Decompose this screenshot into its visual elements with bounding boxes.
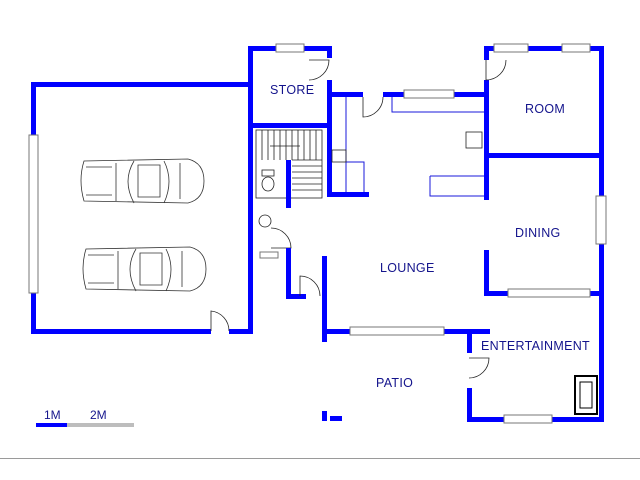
room-label-patio: PATIO bbox=[376, 376, 413, 390]
store-window bbox=[275, 43, 305, 53]
ent-window bbox=[503, 414, 553, 424]
basin-icon bbox=[258, 214, 272, 228]
patio-post-right bbox=[330, 416, 342, 421]
ent-west-wall-top bbox=[467, 329, 472, 353]
car-icon bbox=[82, 246, 207, 292]
room-west-wall-top bbox=[484, 46, 489, 60]
bottom-divider bbox=[0, 458, 640, 459]
wc-door bbox=[270, 227, 292, 249]
room-north-wall bbox=[484, 46, 604, 51]
wc-west-wall bbox=[248, 160, 253, 274]
patio-post-left bbox=[322, 411, 327, 421]
garage-door bbox=[28, 134, 39, 294]
room-door bbox=[485, 59, 507, 81]
room-label-lounge: LOUNGE bbox=[380, 261, 435, 275]
store-south-wall bbox=[248, 123, 332, 128]
dining-west-wall bbox=[484, 250, 489, 294]
dining-window bbox=[595, 195, 607, 245]
fireplace-inner-icon bbox=[579, 381, 593, 409]
dining-room bbox=[484, 195, 607, 298]
kitchen-window bbox=[403, 89, 455, 99]
garage-south-wall bbox=[31, 329, 211, 334]
garage bbox=[28, 82, 253, 334]
toilet-icon bbox=[261, 176, 275, 192]
room-window-left bbox=[493, 43, 529, 53]
store-west-wall bbox=[248, 46, 253, 130]
car-icon bbox=[80, 158, 205, 204]
scale-segment-light bbox=[67, 423, 134, 427]
kitchen bbox=[327, 89, 487, 197]
room-south-wall bbox=[484, 153, 604, 158]
stove-icon bbox=[465, 131, 483, 149]
wc-east-wall bbox=[286, 160, 291, 208]
toilet-block bbox=[248, 160, 321, 299]
kitchen-south-wall bbox=[327, 192, 369, 197]
dining-sliding-door bbox=[507, 288, 591, 298]
store-door bbox=[308, 59, 330, 81]
hall-door bbox=[299, 275, 321, 297]
room-west-wall bbox=[484, 80, 489, 200]
scale-segment-dark bbox=[36, 423, 67, 427]
lounge-sliding-door bbox=[349, 326, 445, 336]
scale-label-2m: 2M bbox=[90, 408, 107, 422]
store-east-wall-top bbox=[327, 46, 332, 58]
ent-door bbox=[468, 357, 490, 379]
fireplace-icon bbox=[574, 375, 598, 415]
room-label-entertainment: ENTERTAINMENT bbox=[481, 339, 590, 353]
room-window-right bbox=[561, 43, 591, 53]
ent-west-wall bbox=[467, 388, 472, 422]
hall-wall-bottom bbox=[286, 294, 306, 299]
garage-north-wall bbox=[31, 82, 253, 87]
toilet-cistern-icon bbox=[261, 169, 275, 177]
kitchen-door bbox=[362, 96, 384, 118]
scale-bar: 1M 2M bbox=[36, 408, 134, 427]
garage-south-wall-end bbox=[229, 329, 253, 334]
lounge bbox=[322, 256, 490, 342]
room-label-dining: DINING bbox=[515, 226, 561, 240]
store-east-wall bbox=[327, 80, 332, 196]
garage-side-door bbox=[210, 310, 230, 332]
room-label-store: STORE bbox=[270, 83, 314, 97]
entertainment-room bbox=[467, 329, 604, 424]
scale-label-1m: 1M bbox=[44, 408, 61, 422]
hall-wall bbox=[286, 248, 291, 298]
store-room bbox=[248, 43, 332, 196]
wc-window bbox=[259, 251, 279, 259]
room-label-room: ROOM bbox=[525, 102, 565, 116]
sink-icon bbox=[331, 149, 347, 163]
lounge-west-wall bbox=[322, 256, 327, 342]
kitchen-north-wall-left bbox=[327, 92, 363, 97]
